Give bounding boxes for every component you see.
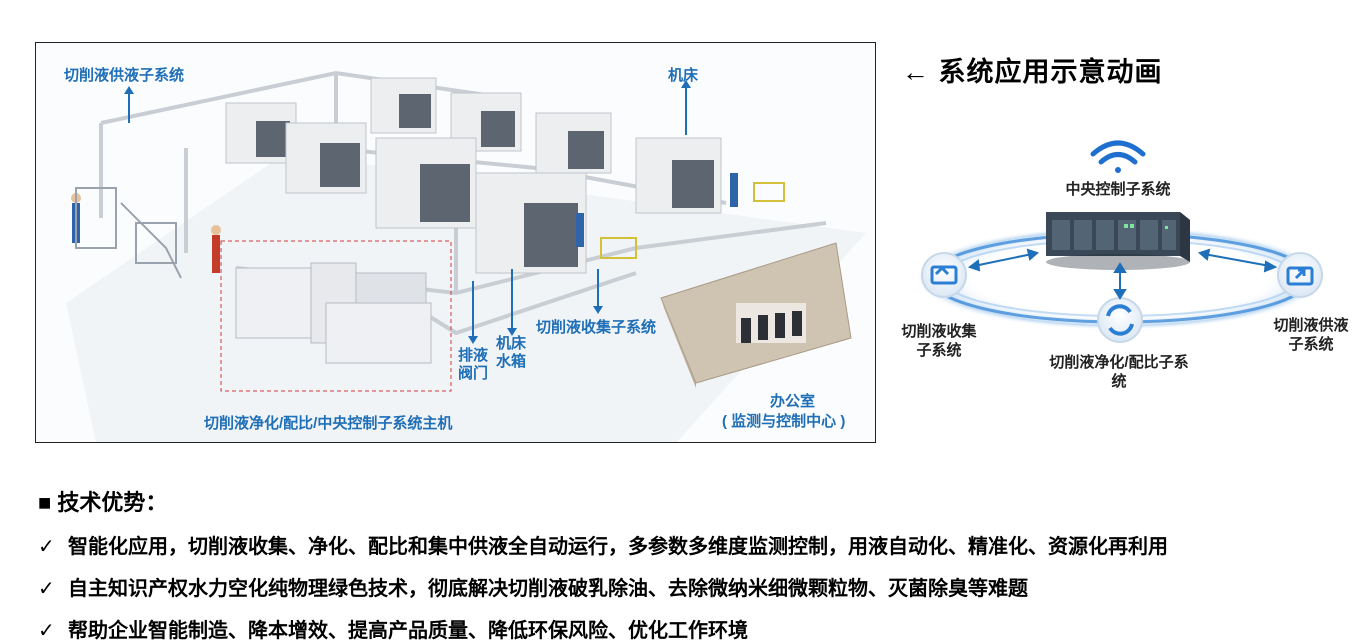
label-office-sub: ( 监测与控制中心 ) [722, 413, 846, 430]
arrow-machine [681, 80, 691, 135]
advantage-item: ✓ 自主知识产权水力空化纯物理绿色技术，彻底解决切削液破乳除油、去除微纳米细微颗粒… [38, 572, 1028, 601]
arrow-collect [593, 269, 603, 314]
checkmark-icon: ✓ [38, 536, 55, 558]
supply-node-icon [1277, 252, 1323, 298]
collect-subsystem-label: 切削液收集 子系统 [901, 323, 977, 359]
advantage-text: 自主知识产权水力空化纯物理绿色技术，彻底解决切削液破乳除油、去除微纳米细微颗粒物… [68, 578, 1028, 600]
advantage-item: ✓ 帮助企业智能制造、降本增效、提高产品质量、降低环保风险、优化工作环境 [38, 614, 748, 643]
label-machine-tank: 机床 水箱 [496, 335, 527, 370]
label-office: 办公室 [770, 393, 816, 410]
label-machine: 机床 [668, 67, 699, 84]
factory-illustration [66, 70, 866, 442]
arrow-drain-valve [468, 281, 478, 344]
advantage-item: ✓ 智能化应用，切削液收集、净化、配比和集中供液全自动运行，多参数多维度监测控制，… [38, 530, 1168, 559]
label-collect-subsystem: 切削液收集子系统 [536, 319, 657, 336]
factory-scene: 切削液供液子系统 机床 排液 阀门 机床 水箱 切削液收集子系统 切削液净化/配… [35, 42, 876, 443]
advantage-text: 帮助企业智能制造、降本增效、提高产品质量、降低环保风险、优化工作环境 [68, 620, 748, 642]
advantages-title: ■ 技术优势： [38, 490, 168, 515]
arrow-supply [124, 86, 134, 123]
checkmark-icon: ✓ [38, 620, 55, 642]
purify-node-icon [1097, 297, 1143, 343]
label-drain-valve: 排液 阀门 [458, 347, 489, 382]
advantage-text: 智能化应用，切削液收集、净化、配比和集中供液全自动运行，多参数多维度监测控制，用… [68, 536, 1168, 558]
arrow-machine-tank [507, 269, 517, 336]
collect-node-icon [921, 252, 967, 298]
supply-subsystem-label: 切削液供液 子系统 [1273, 317, 1349, 353]
central-cabinet-icon [1046, 212, 1190, 270]
purify-subsystem-label: 切削液净化/配比子系 统 [1049, 354, 1189, 390]
label-host: 切削液净化/配比/中央控制子系统主机 [204, 415, 453, 432]
central-subsystem-label: 中央控制子系统 [1065, 181, 1171, 198]
wifi-icon [1090, 140, 1146, 173]
animation-title: ← 系统应用示意动画 [902, 57, 1163, 87]
system-diagram [915, 140, 1325, 343]
checkmark-icon: ✓ [38, 578, 55, 600]
label-supply-subsystem: 切削液供液子系统 [64, 67, 185, 84]
